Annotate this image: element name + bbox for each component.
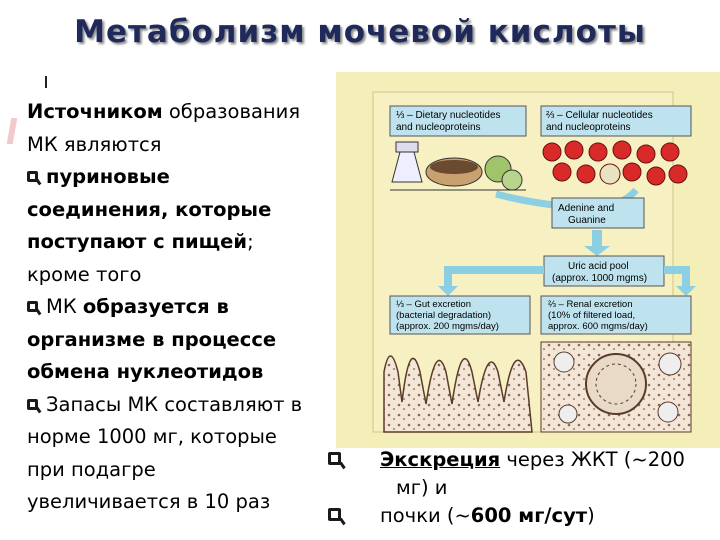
adenine-box <box>551 197 645 229</box>
text-line: мг) и <box>396 476 448 499</box>
gut-box <box>389 295 531 335</box>
text-bold: 600 мг/сут <box>470 504 588 527</box>
renal-label-2: (10% of filtered load, <box>548 310 635 321</box>
arrow-to-pool <box>592 230 602 246</box>
arrow-to-gut <box>444 266 544 288</box>
adenine-label-1: Adenine and <box>558 203 614 214</box>
cellular-label-2: and nucleoproteins <box>546 122 631 133</box>
arrow-to-pool-head <box>584 246 610 256</box>
food-illustration <box>390 141 526 191</box>
pool-label-1: Uric acid pool <box>568 261 629 272</box>
text-bold: поступают с пищей <box>27 230 248 253</box>
text-line: соединения, которые <box>27 197 272 221</box>
text-line: кроме того <box>27 262 142 286</box>
decorative-red-mark <box>6 118 18 144</box>
gut-label-2: (bacterial degradation) <box>396 310 491 321</box>
text-span: ) <box>587 504 595 527</box>
checkbox-bullet-icon <box>328 452 341 465</box>
renal-label-1: ⅔ – Renal excretion <box>548 299 633 310</box>
text-span: ; <box>247 230 254 253</box>
text-bold: Источником <box>27 100 163 123</box>
text-line: обмена нуклеотидов <box>27 360 264 383</box>
text-span: образования <box>162 100 301 123</box>
checkbox-bullet-icon <box>27 301 38 312</box>
intestine-illustration <box>383 355 533 433</box>
checkbox-bullet-icon <box>27 398 38 410</box>
text-span: через ЖКТ (~200 <box>500 448 685 471</box>
dietary-box <box>389 105 527 137</box>
text-bold: Экскреция <box>380 448 501 471</box>
decorative-tick <box>45 76 47 88</box>
text-line: почки (~600 мг/сут) <box>380 502 720 530</box>
left-text-block: Источником образования МК являются пурин… <box>27 96 337 519</box>
renal-box <box>540 295 692 335</box>
dietary-label-1: ⅓ – Dietary nucleotides <box>396 110 501 121</box>
text-bold: образуется в <box>82 295 229 318</box>
bullet-line: Запасы МК составляют в <box>27 389 337 422</box>
kidney-illustration <box>540 341 692 433</box>
text-line: Экскреция через ЖКТ (~200 <box>380 446 720 474</box>
slide-title: Метаболизм мочевой кислоты <box>74 14 646 50</box>
text-bold: пуриновые <box>46 165 170 188</box>
adenine-label-2: Guanine <box>568 215 606 226</box>
pool-label-2: (approx. 1000 mgms) <box>552 273 647 284</box>
text-span: Запасы МК составляют в <box>46 392 303 416</box>
diagram-svg: ⅓ – Dietary nucleotides and nucleoprotei… <box>372 91 696 433</box>
uric-acid-diagram: ⅓ – Dietary nucleotides and nucleoprotei… <box>336 72 720 448</box>
text-line: поступают с пищей; <box>27 226 337 259</box>
text-line: норме 1000 мг, которые <box>27 425 277 448</box>
checkbox-bullet-icon <box>27 171 38 182</box>
pool-box <box>543 255 665 287</box>
arrow-to-renal-head <box>676 286 696 296</box>
renal-label-3: approx. 600 mgms/day) <box>548 321 648 332</box>
text-span: МК <box>46 295 83 318</box>
right-text-block: Экскреция через ЖКТ (~200 мг) и почки (~… <box>380 446 720 530</box>
arrow-to-renal <box>664 266 690 288</box>
gut-label-1: ⅓ – Gut excretion <box>396 299 471 310</box>
text-line: увеличивается в 10 раз <box>27 490 271 513</box>
dietary-label-2: and nucleoproteins <box>396 122 481 133</box>
bullet-line: МК образуется в <box>27 291 337 324</box>
arrow-to-gut-head <box>438 286 458 296</box>
bullet-line: пуриновые <box>27 161 337 194</box>
text-line: МК являются <box>27 132 162 156</box>
text-span: почки (~ <box>380 504 471 527</box>
cellular-label-1: ⅔ – Cellular nucleotides <box>546 110 653 121</box>
gut-label-3: (approx. 200 mgms/day) <box>396 321 499 332</box>
text-line: организме в процессе <box>27 327 277 351</box>
text-line: при подагре <box>27 457 156 481</box>
checkbox-bullet-icon <box>328 508 341 521</box>
cellular-box <box>540 105 692 137</box>
red-cells-illustration <box>542 140 688 186</box>
text-line: Источником образования <box>27 96 337 129</box>
